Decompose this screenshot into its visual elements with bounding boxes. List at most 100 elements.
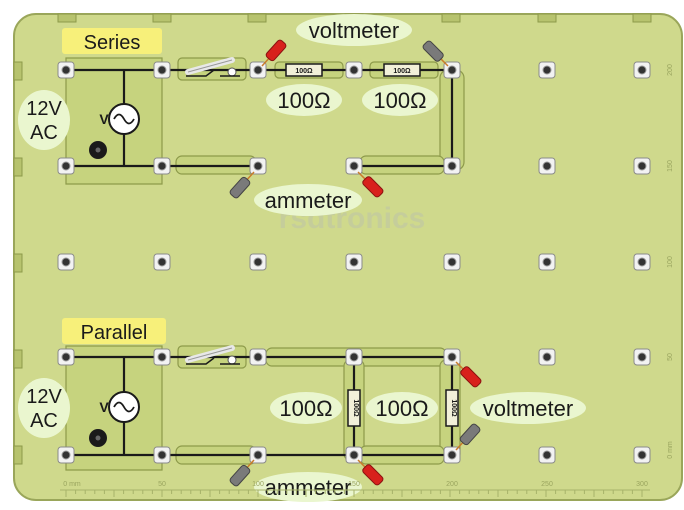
series-supply-label-1: 12V	[26, 98, 62, 120]
series-tag: Series	[84, 32, 141, 54]
terminal-post	[57, 348, 75, 366]
svg-text:100Ω: 100Ω	[295, 68, 313, 75]
terminal-post	[633, 446, 651, 464]
ruler-right-label: 150	[667, 160, 674, 172]
series-ammeter-label: ammeter	[265, 188, 352, 213]
series-resistor-2: 100Ω	[383, 63, 421, 77]
parallel-supply-label-2: AC	[30, 410, 58, 432]
parallel-ac-source: V	[89, 391, 140, 447]
terminal-post	[443, 157, 461, 175]
parallel-resistor-2-label: 100Ω	[375, 396, 428, 421]
terminal-post	[57, 157, 75, 175]
parallel-ammeter-bubble	[254, 472, 362, 502]
svg-text:100Ω: 100Ω	[450, 399, 457, 417]
parallel-resistor-1-label: 100Ω	[279, 396, 332, 421]
series-ammeter-bubble	[254, 184, 362, 216]
terminal-post	[538, 253, 556, 271]
ruler-right-label: 0 mm	[667, 441, 674, 459]
ruler-bottom-label: 100	[252, 481, 264, 488]
series-voltmeter-bubble	[296, 14, 412, 46]
series-voltmeter-grey-probe	[422, 40, 449, 67]
ruler-bottom-label: 0 mm	[63, 481, 81, 488]
series-ammeter-red-probe	[357, 171, 384, 198]
ruler-right-label: 50	[667, 353, 674, 361]
terminal-post	[153, 157, 171, 175]
parallel-voltmeter-label: voltmeter	[483, 396, 573, 421]
ruler-right: 200 150 100 50 0 mm	[667, 64, 674, 459]
terminal-post	[153, 446, 171, 464]
series-resistor-1: 100Ω	[285, 63, 323, 77]
terminal-post	[249, 348, 267, 366]
ruler-bottom-label: 150	[348, 481, 360, 488]
parallel-circuit: 100Ω 100Ω V	[65, 345, 461, 471]
svg-text:V: V	[99, 399, 109, 415]
terminal-post	[153, 61, 171, 79]
series-resistor-1-label: 100Ω	[277, 88, 330, 113]
parallel-tag: Parallel	[81, 322, 148, 344]
parallel-ammeter-grey-probe	[229, 459, 255, 487]
series-circuit: 100Ω 100Ω V	[65, 57, 465, 185]
board-edge-tabs	[13, 13, 652, 465]
ruler-bottom-label: 300	[636, 481, 648, 488]
series-supply-bubble	[18, 90, 70, 150]
parallel-ammeter-label: ammeter	[265, 475, 352, 500]
parallel-supply-bubble	[18, 378, 70, 438]
terminal-post	[57, 446, 75, 464]
svg-text:100Ω: 100Ω	[393, 68, 411, 75]
parallel-switch	[185, 345, 240, 365]
series-resistor-2-label: 100Ω	[373, 88, 426, 113]
series-switch	[185, 57, 240, 77]
ruler-bottom-label: 50	[158, 481, 166, 488]
terminal-post	[538, 446, 556, 464]
terminal-post	[345, 157, 363, 175]
parallel-resistor-2: 100Ω	[445, 389, 459, 427]
parallel-voltmeter-bubble	[470, 392, 586, 424]
terminal-post	[345, 446, 363, 464]
terminal-post	[633, 157, 651, 175]
parallel-resistor-2-bubble	[366, 392, 438, 424]
terminal-post	[249, 253, 267, 271]
series-resistor-1-bubble	[266, 84, 342, 116]
series-tag-bg	[62, 28, 162, 54]
ruler-bottom-label: 200	[446, 481, 458, 488]
ruler-right-label: 100	[667, 256, 674, 268]
parallel-tag-bg	[62, 318, 166, 344]
series-ac-source: V	[89, 103, 140, 159]
terminal-post	[249, 157, 267, 175]
ruler-bottom: 0 mm 50 100 150 200 250 300	[60, 481, 650, 497]
probes	[229, 39, 482, 487]
svg-text:V: V	[99, 111, 109, 127]
terminal-post	[153, 253, 171, 271]
terminal-post	[345, 61, 363, 79]
terminal-post	[57, 61, 75, 79]
series-ammeter-grey-probe	[229, 171, 255, 199]
series-voltmeter-red-probe	[261, 39, 287, 67]
terminal-post	[345, 348, 363, 366]
svg-text:100Ω: 100Ω	[352, 399, 359, 417]
terminal-post	[249, 446, 267, 464]
ruler-right-label: 200	[667, 64, 674, 76]
terminal-post	[538, 348, 556, 366]
parallel-resistor-1: 100Ω	[347, 389, 361, 427]
parallel-voltmeter-red-probe	[455, 361, 482, 388]
terminal-post	[633, 253, 651, 271]
terminal-post	[538, 157, 556, 175]
parallel-ammeter-red-probe	[357, 459, 384, 486]
series-voltmeter-label: voltmeter	[309, 18, 399, 43]
ruler-bottom-label: 250	[541, 481, 553, 488]
terminal-post	[345, 253, 363, 271]
parallel-voltmeter-grey-probe	[455, 423, 481, 451]
terminal-post	[443, 348, 461, 366]
parallel-resistor-1-bubble	[270, 392, 342, 424]
terminal-post	[538, 61, 556, 79]
terminal-post	[633, 348, 651, 366]
series-supply-label-2: AC	[30, 122, 58, 144]
terminal-post	[443, 446, 461, 464]
parallel-supply-label-1: 12V	[26, 386, 62, 408]
series-resistor-2-bubble	[362, 84, 438, 116]
terminal-post	[633, 61, 651, 79]
terminal-post	[443, 253, 461, 271]
terminal-post	[57, 253, 75, 271]
